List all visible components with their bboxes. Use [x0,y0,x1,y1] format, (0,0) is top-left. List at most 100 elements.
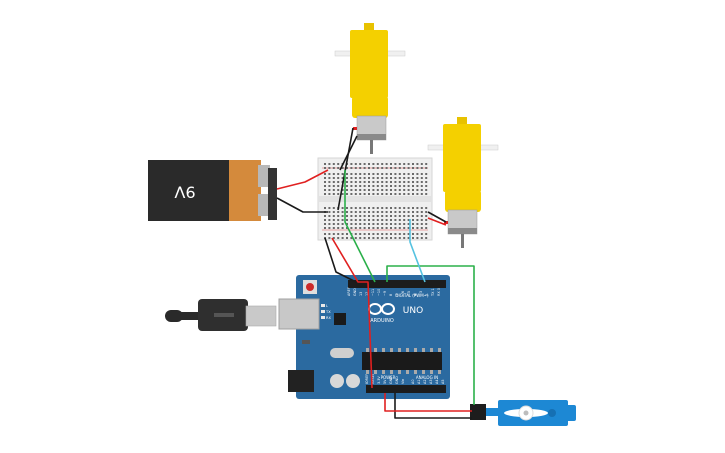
breadboard-hole [332,163,335,165]
breadboard-hole [416,223,419,225]
breadboard-hole [368,207,370,209]
analog-label: ANALOG IN [416,375,438,380]
breadboard-hole [337,181,340,183]
breadboard-hole [341,207,344,209]
breadboard-hole [354,173,357,175]
breadboard-hole [376,177,379,179]
servo-motor[interactable] [470,400,576,426]
breadboard-hole [416,207,419,209]
breadboard-hole [412,189,414,191]
dc-motor-right[interactable] [427,117,499,248]
breadboard-hole [346,173,348,175]
breadboard-hole [381,167,384,169]
breadboard-hole [398,237,401,239]
breadboard-hole [407,189,410,191]
dc-motor-top[interactable] [334,23,406,154]
breadboard-hole [328,181,331,183]
breadboard-hole [332,185,335,187]
breadboard-hole [407,177,410,179]
breadboard-hole [372,215,375,217]
breadboard[interactable] [317,157,433,241]
battery-9v[interactable]: 9V [148,160,277,221]
breadboard-hole [403,181,406,183]
breadboard-hole [363,167,366,169]
breadboard-hole [407,173,410,175]
wire-green-breadboard [344,170,376,283]
breadboard-hole [354,207,357,209]
breadboard-hole [403,167,406,169]
arduino-board[interactable]: ARDUINO UNO DIGITAL (PWM~) ANALOG IN POW… [278,275,450,399]
breadboard-hole [354,193,357,195]
breadboard-hole [394,233,397,235]
breadboard-hole [376,185,379,187]
digital-header[interactable] [348,280,446,288]
breadboard-hole [394,211,397,213]
breadboard-hole [354,219,357,221]
breadboard-hole [341,189,344,191]
breadboard-hole [416,219,419,221]
breadboard-hole [390,223,392,225]
breadboard-hole [332,177,335,179]
usb-cable[interactable] [165,299,277,331]
breadboard-hole [372,227,375,229]
wire-black-arduino [324,237,357,283]
breadboard-hole [412,177,414,179]
breadboard-hole [324,227,326,229]
breadboard-hole [363,233,366,235]
breadboard-hole [403,163,406,165]
power-analog-header[interactable] [366,385,446,393]
breadboard-hole [381,193,384,195]
breadboard-hole [346,189,348,191]
breadboard-hole [359,167,362,169]
led-label: L [326,304,328,308]
breadboard-hole [368,185,370,187]
breadboard-hole [368,193,370,195]
breadboard-hole [341,237,344,239]
breadboard-hole [394,189,397,191]
power-label: POWER [381,375,396,380]
breadboard-hole [363,185,366,187]
breadboard-hole [341,193,344,195]
breadboard-hole [341,227,344,229]
breadboard-hole [420,215,423,217]
breadboard-hole [412,237,414,239]
breadboard-hole [390,211,392,213]
breadboard-hole [328,227,331,229]
breadboard-hole [381,223,384,225]
breadboard-hole [425,177,428,179]
breadboard-hole [363,215,366,217]
breadboard-hole [359,193,362,195]
breadboard-hole [390,177,392,179]
breadboard-hole [425,181,428,183]
breadboard-hole [337,233,340,235]
breadboard-hole [420,193,423,195]
breadboard-hole [420,219,423,221]
breadboard-hole [425,223,428,225]
breadboard-hole [328,185,331,187]
breadboard-hole [372,233,375,235]
breadboard-hole [376,167,379,169]
breadboard-hole [363,219,366,221]
breadboard-hole [328,173,331,175]
breadboard-hole [350,189,353,191]
breadboard-hole [346,207,348,209]
breadboard-hole [407,211,410,213]
led-label: TX [325,310,331,314]
breadboard-hole [403,211,406,213]
breadboard-hole [403,189,406,191]
breadboard-hole [341,167,344,169]
breadboard-hole [359,163,362,165]
wire-battery-negative [276,197,328,213]
breadboard-hole [337,189,340,191]
breadboard-hole [407,193,410,195]
breadboard-hole [403,227,406,229]
breadboard-hole [381,173,384,175]
breadboard-hole [425,163,428,165]
breadboard-hole [341,233,344,235]
breadboard-hole [363,173,366,175]
breadboard-hole [385,181,388,183]
arduino-model: UNO [403,306,423,316]
breadboard-hole [416,189,419,191]
breadboard-hole [416,177,419,179]
